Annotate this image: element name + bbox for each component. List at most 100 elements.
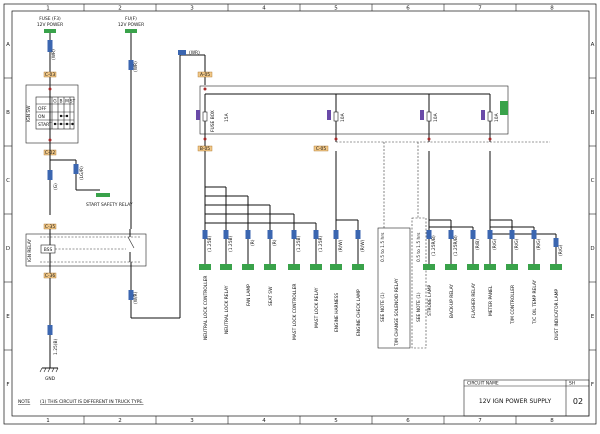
ground-branch: 1.25(B) GND <box>39 278 59 382</box>
terminal-tag-green <box>199 264 211 270</box>
row-label-left: B <box>6 110 10 116</box>
load-wire: (1.25B) <box>296 235 302 252</box>
terminal-tag-green <box>220 264 232 270</box>
fuse-box-label: FUSE BOX <box>210 110 216 132</box>
terminal-tag-green <box>500 101 508 115</box>
connector-c03-tag <box>43 71 57 78</box>
col-label-bottom: 1 <box>46 418 50 424</box>
ign-switch-row-label: START <box>38 122 52 128</box>
load-label: T/M CONTROLLER <box>510 285 516 325</box>
fuse-rating: 10A <box>494 113 500 122</box>
wire-tag-blue <box>245 230 251 239</box>
wire-tag-blue <box>509 230 515 239</box>
terminal-tag-green <box>550 264 562 270</box>
wire-label: (WR) <box>189 50 200 56</box>
terminal-tag-green <box>330 264 342 270</box>
fuse-f3-source: FUSE (F3) 12V POWER (WR) C-03 <box>37 16 63 95</box>
col-label-top: 6 <box>406 6 410 12</box>
title-block-frame <box>463 379 590 417</box>
load-label: FLASHER RELAY <box>471 283 477 318</box>
load-wire: (R/W) <box>338 239 344 252</box>
row-label-right: E <box>591 314 595 320</box>
fuse-symbol <box>333 111 339 122</box>
wire-tag-blue <box>47 40 53 52</box>
wire-tag-blue <box>426 230 432 239</box>
f1-label: FU(F) <box>125 16 137 22</box>
load-label: ENGINE HARNESS <box>334 293 340 332</box>
connector-c35-label: C-35 <box>45 224 55 230</box>
connector-c05-tag <box>313 145 329 152</box>
fuse-box-frame <box>199 85 509 135</box>
fuse-tag <box>196 110 200 120</box>
circuit-name: 12V IGN POWER SUPPLY <box>479 398 552 405</box>
wire-tag-blue <box>487 230 493 239</box>
ign-relay: C-35 IGN RELAY BSS C-36 <box>25 223 147 279</box>
col-label-top: 8 <box>550 6 554 12</box>
load-label: SEE NOTE (1) <box>416 292 422 322</box>
inner-frame <box>11 10 590 417</box>
start-safety-relay-label: START SAFETY RELAY <box>86 202 133 208</box>
wire-tag-blue <box>202 230 208 239</box>
connector-c05-label: C-05 <box>316 146 326 152</box>
ign-switch-row-label: OFF <box>38 106 47 112</box>
row-label-right: C <box>591 178 595 184</box>
note-box-strobe <box>411 217 427 349</box>
load-wire: (1.25R/B) <box>453 235 459 256</box>
terminal-tag-green <box>423 264 435 270</box>
fuse-symbol <box>487 111 493 122</box>
ground-label: GND <box>45 376 56 382</box>
load-label: BACK-UP RELAY <box>449 284 455 318</box>
col-label-bottom: 3 <box>190 418 194 424</box>
load-wire: (R/G) <box>492 238 498 250</box>
ign-switch-header: G <box>53 99 57 105</box>
wire-tag-blue <box>448 230 454 239</box>
note-title: NOTE <box>18 399 30 405</box>
fuse-box-output-connectors: B-05 C-05 <box>197 141 550 152</box>
load-wire: (R/G) <box>558 244 564 256</box>
ign-switch-header: ST <box>70 99 76 105</box>
note-box-tm-solenoid <box>377 227 411 349</box>
wire-label: (WR) <box>133 61 139 72</box>
fuse-f3-label: FUSE (F3) <box>39 16 61 22</box>
wire-tag-blue <box>313 230 319 239</box>
load-label: MAST LOCK RELAY <box>314 287 320 328</box>
col-label-top: 1 <box>46 6 50 12</box>
load-wire: (R) <box>272 239 278 246</box>
load-label: SEAT SW <box>268 286 274 306</box>
load-wire: (1.25R/B) <box>431 235 437 256</box>
col-label-bottom: 6 <box>406 418 410 424</box>
col-label-top: 3 <box>190 6 194 12</box>
ign-switch-header: M <box>65 99 69 105</box>
row-label-left: F <box>6 382 9 388</box>
load-wire: (R) <box>250 239 256 246</box>
col-label-bottom: 5 <box>334 418 338 424</box>
ign-relay-label: IGN RELAY <box>27 239 33 262</box>
ign-switch-output-wires: (LG/R) START SAFETY RELAY (G) <box>47 143 133 215</box>
load-label: DUST INDICATOR LAMP <box>554 289 560 340</box>
outer-frame <box>3 3 597 425</box>
fuse-symbol <box>426 111 432 122</box>
wire-tag-blue <box>553 238 559 247</box>
load-wire: (R/W) <box>360 239 366 252</box>
wire-label: (W/R) <box>133 291 139 304</box>
wire-tag-blue <box>470 230 476 239</box>
load-label: FAN LAMP <box>246 284 252 306</box>
col-label-bottom: 2 <box>118 418 122 424</box>
ign-switch-header: B <box>59 99 62 105</box>
terminal-tag-green <box>484 264 496 270</box>
terminal-tag-green <box>44 29 56 33</box>
col-label-bottom: 8 <box>550 418 554 424</box>
title-block: CIRCUIT NAME SH 12V IGN POWER SUPPLY 02 <box>463 379 590 417</box>
sheet-number: 02 <box>573 397 583 406</box>
fuse-rating: 15A <box>224 113 230 122</box>
load-label: ENGINE CHECK LAMP <box>356 289 362 336</box>
fuse-rating: 10A <box>433 113 439 122</box>
col-label-bottom: 7 <box>478 418 482 424</box>
load-wire: 0.5 to 1.5 hrs <box>380 232 386 262</box>
wire-tag-blue <box>223 230 229 239</box>
ign-switch-row-label: ON <box>38 114 45 120</box>
wire-label: (LG/R) <box>79 166 85 180</box>
note-boxes <box>377 142 427 349</box>
terminal-tag-green <box>528 264 540 270</box>
